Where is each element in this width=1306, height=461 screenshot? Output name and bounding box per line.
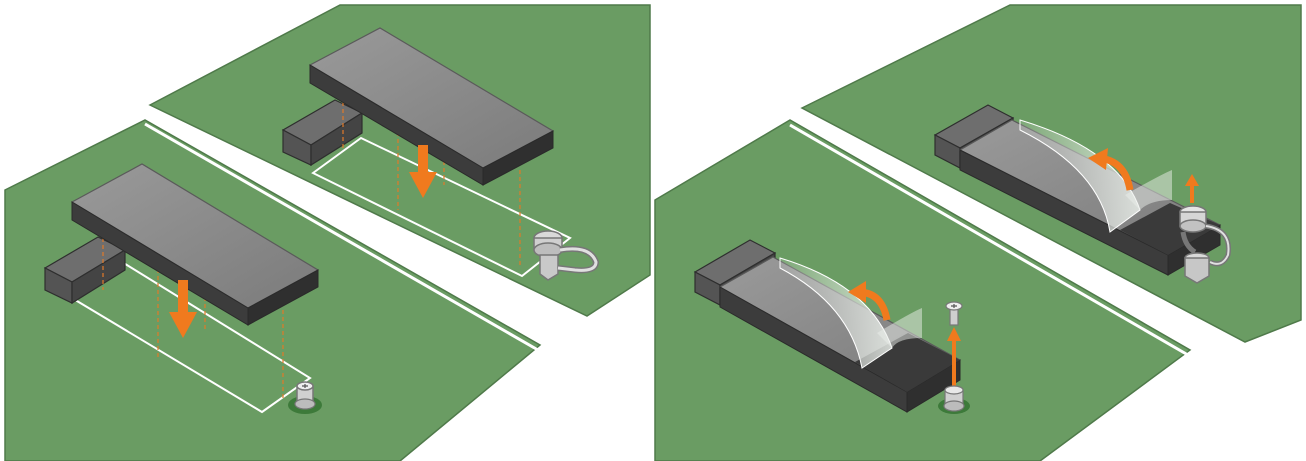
standoff xyxy=(938,385,970,414)
alignment-guides-front xyxy=(102,238,284,400)
motherboard-front-right xyxy=(654,119,1192,461)
remove-panel-front xyxy=(654,119,1192,461)
up-arrow-icon xyxy=(947,327,961,388)
install-panel-back xyxy=(148,4,651,324)
m2-connector-back xyxy=(281,99,364,167)
board-edge-back xyxy=(149,108,588,324)
install-panel-front xyxy=(4,119,542,461)
board-edge-front-right xyxy=(789,123,1189,357)
protective-liner-front xyxy=(779,257,922,369)
up-arrow-icon xyxy=(1185,174,1199,203)
latch-icon xyxy=(1179,205,1232,284)
screw-icon xyxy=(945,301,963,326)
m2-ssd-back xyxy=(308,27,555,186)
curved-arrow-icon xyxy=(1088,148,1134,191)
latch-icon xyxy=(533,230,600,281)
curved-arrow-icon xyxy=(848,281,891,321)
m2-connector-front xyxy=(43,236,127,305)
motherboard-back xyxy=(148,4,651,317)
screw-icon xyxy=(288,381,322,414)
protective-liner-back xyxy=(1019,119,1172,233)
board-edge-front xyxy=(144,122,539,352)
down-arrow-icon xyxy=(409,145,437,198)
down-arrow-icon xyxy=(169,280,197,338)
m2-ssd-front xyxy=(70,163,320,326)
remove-panel-back xyxy=(800,4,1302,348)
ssd-footprint-back xyxy=(311,136,572,278)
board-edge-back-right xyxy=(801,111,1244,348)
